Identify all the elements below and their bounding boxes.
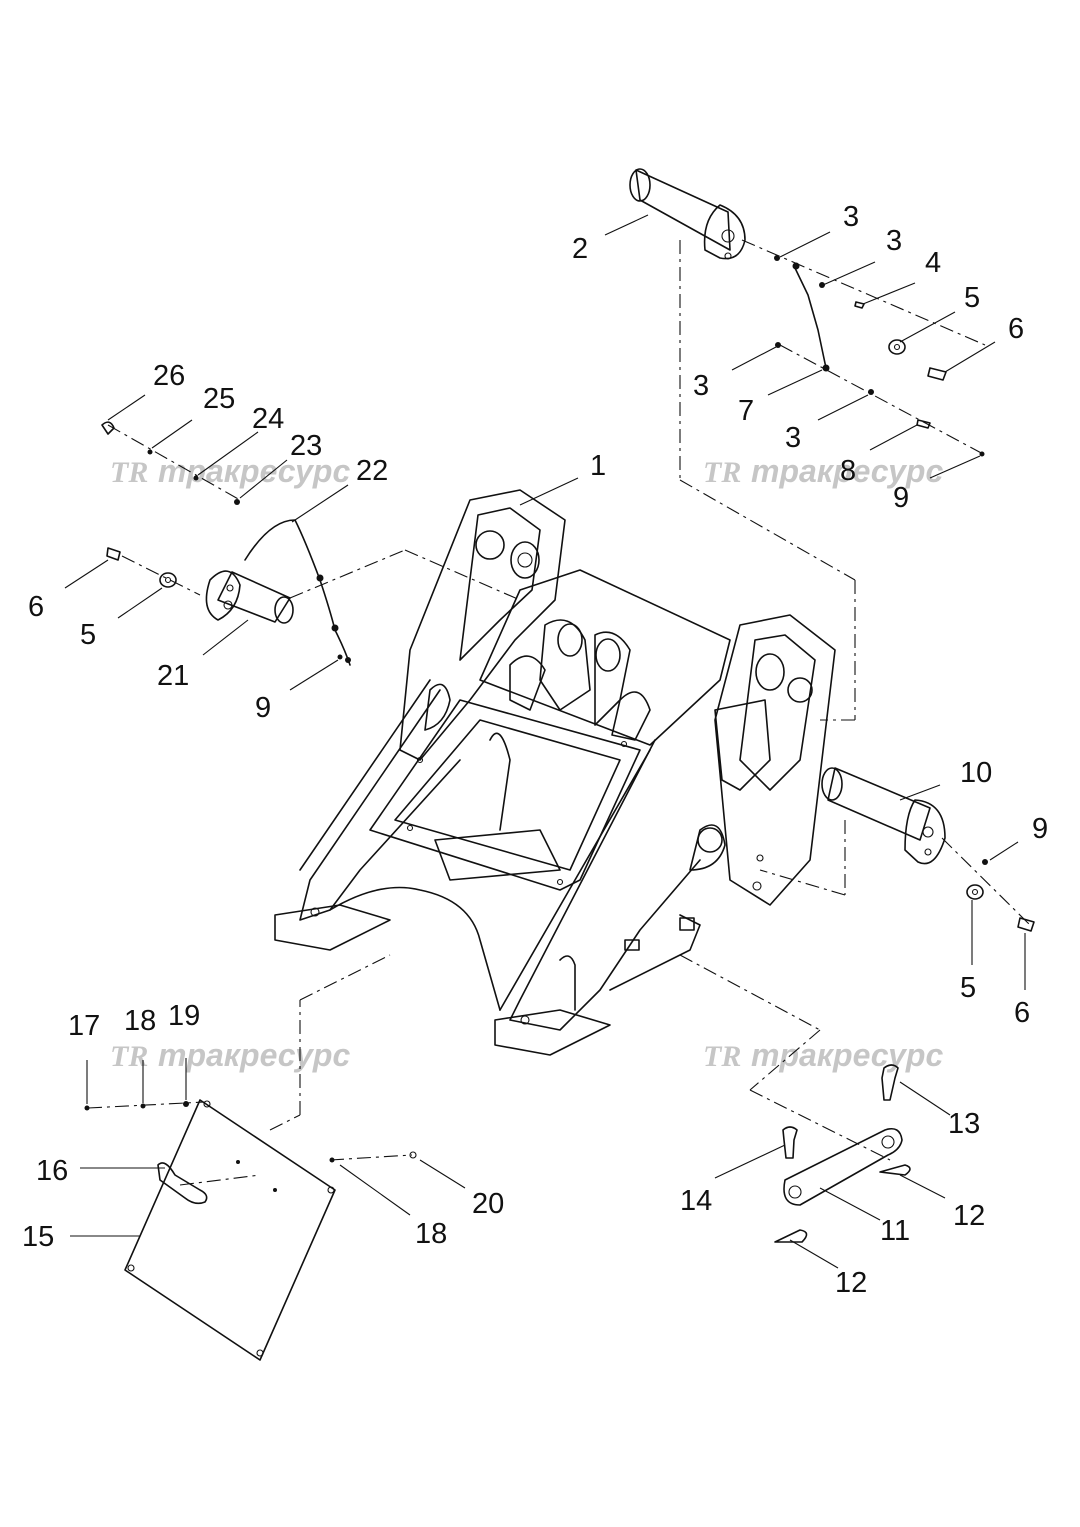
watermark-text: тракресурс	[751, 1037, 943, 1073]
watermark-text: тракресурс	[158, 1037, 350, 1073]
callout-labels: 1 2 3 3 3 3 4 5 5 5 6 6 6 7 8 9 9 9 10 1…	[22, 201, 1048, 1299]
leader-lines	[64, 214, 1026, 1269]
callout-25: 25	[203, 383, 235, 415]
pin-assembly-left	[101, 421, 521, 666]
callout-3: 3	[843, 201, 859, 233]
callout-2: 2	[572, 233, 588, 265]
watermark-text: тракресурс	[751, 453, 943, 489]
pin-assembly-right	[759, 767, 1035, 932]
pin-assembly-top	[629, 168, 986, 721]
callout-9: 9	[893, 482, 909, 514]
callout-18: 18	[415, 1218, 447, 1250]
callout-19: 19	[168, 1000, 200, 1032]
callout-6: 6	[1008, 313, 1024, 345]
watermark-bottom-left: TR тракресурс	[110, 1037, 350, 1073]
watermark-logo: TR	[703, 1040, 741, 1073]
link-assembly	[679, 954, 911, 1243]
watermark-logo: TR	[110, 456, 148, 489]
callout-26: 26	[153, 360, 185, 392]
callout-1: 1	[590, 450, 606, 482]
watermark-bottom-right: TR тракресурс	[703, 1037, 943, 1073]
callout-12: 12	[835, 1267, 867, 1299]
callout-14: 14	[680, 1185, 712, 1217]
watermark-text: тракресурс	[158, 453, 350, 489]
callout-5: 5	[80, 619, 96, 651]
callout-23: 23	[290, 430, 322, 462]
callout-20: 20	[472, 1188, 504, 1220]
callout-6: 6	[1014, 997, 1030, 1029]
callout-6: 6	[28, 591, 44, 623]
callout-3: 3	[886, 225, 902, 257]
watermark-top-left: TR тракресурс	[110, 453, 350, 489]
callout-18: 18	[124, 1005, 156, 1037]
callout-21: 21	[157, 660, 189, 692]
callout-13: 13	[948, 1108, 980, 1140]
callout-9: 9	[1032, 813, 1048, 845]
callout-22: 22	[356, 455, 388, 487]
callout-9: 9	[255, 692, 271, 724]
callout-10: 10	[960, 757, 992, 789]
watermark-top-right: TR тракресурс	[703, 453, 943, 489]
callout-12: 12	[953, 1200, 985, 1232]
callout-11: 11	[880, 1215, 910, 1247]
callout-3: 3	[693, 370, 709, 402]
callout-5: 5	[960, 972, 976, 1004]
cover-plate	[84, 954, 417, 1361]
callout-8: 8	[840, 455, 856, 487]
callout-4: 4	[925, 247, 941, 279]
main-frame	[274, 489, 836, 1056]
callout-3: 3	[785, 422, 801, 454]
callout-16: 16	[36, 1155, 68, 1187]
callout-7: 7	[738, 395, 754, 427]
watermark-logo: TR	[703, 456, 741, 489]
callout-17: 17	[68, 1010, 100, 1042]
callout-15: 15	[22, 1221, 54, 1253]
watermark-logo: TR	[110, 1040, 148, 1073]
callout-24: 24	[252, 403, 284, 435]
callout-5: 5	[964, 282, 980, 314]
